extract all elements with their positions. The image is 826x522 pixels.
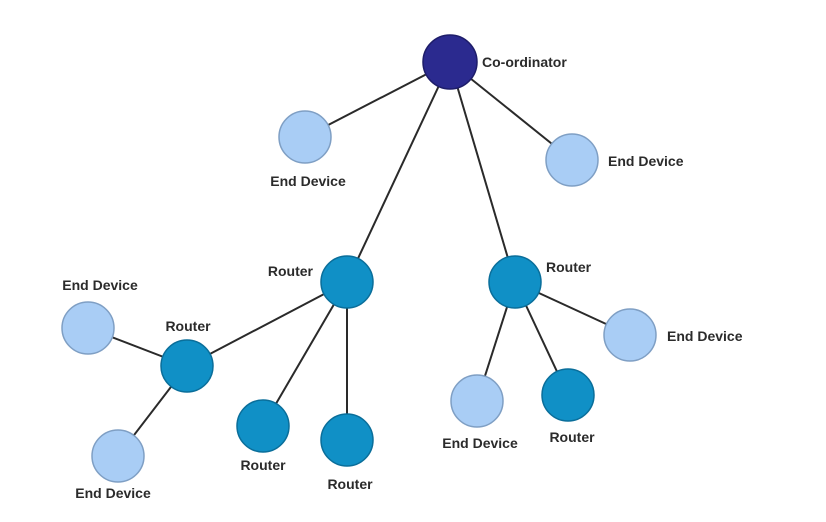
router-node bbox=[160, 339, 214, 393]
edge-coord-r1 bbox=[346, 61, 451, 283]
router-label: Router bbox=[165, 318, 211, 334]
end-device-label: End Device bbox=[270, 173, 346, 189]
nodes bbox=[61, 34, 657, 483]
edge-coord-r2 bbox=[449, 61, 516, 283]
router-node bbox=[541, 368, 595, 422]
end-device-node bbox=[450, 374, 504, 428]
router-node bbox=[320, 255, 374, 309]
router-label: Router bbox=[327, 476, 373, 492]
edge-r1-r4 bbox=[262, 281, 348, 427]
router-node bbox=[488, 255, 542, 309]
router-label: Router bbox=[240, 457, 286, 473]
end-device-label: End Device bbox=[75, 485, 151, 501]
router-label: Router bbox=[268, 263, 314, 279]
end-device-label: End Device bbox=[442, 435, 518, 451]
coordinator-label: Co-ordinator bbox=[482, 54, 567, 70]
end-device-label: End Device bbox=[608, 153, 684, 169]
coordinator-node bbox=[422, 34, 478, 90]
end-device-label: End Device bbox=[667, 328, 743, 344]
router-node bbox=[320, 413, 374, 467]
router-node bbox=[236, 399, 290, 453]
router-label: Router bbox=[549, 429, 595, 445]
end-device-node bbox=[603, 308, 657, 362]
end-device-node bbox=[61, 301, 115, 355]
router-label: Router bbox=[546, 259, 592, 275]
end-device-node bbox=[278, 110, 332, 164]
edge-r1-r3 bbox=[186, 281, 348, 367]
end-device-node bbox=[545, 133, 599, 187]
end-device-node bbox=[91, 429, 145, 483]
end-device-label: End Device bbox=[62, 277, 138, 293]
